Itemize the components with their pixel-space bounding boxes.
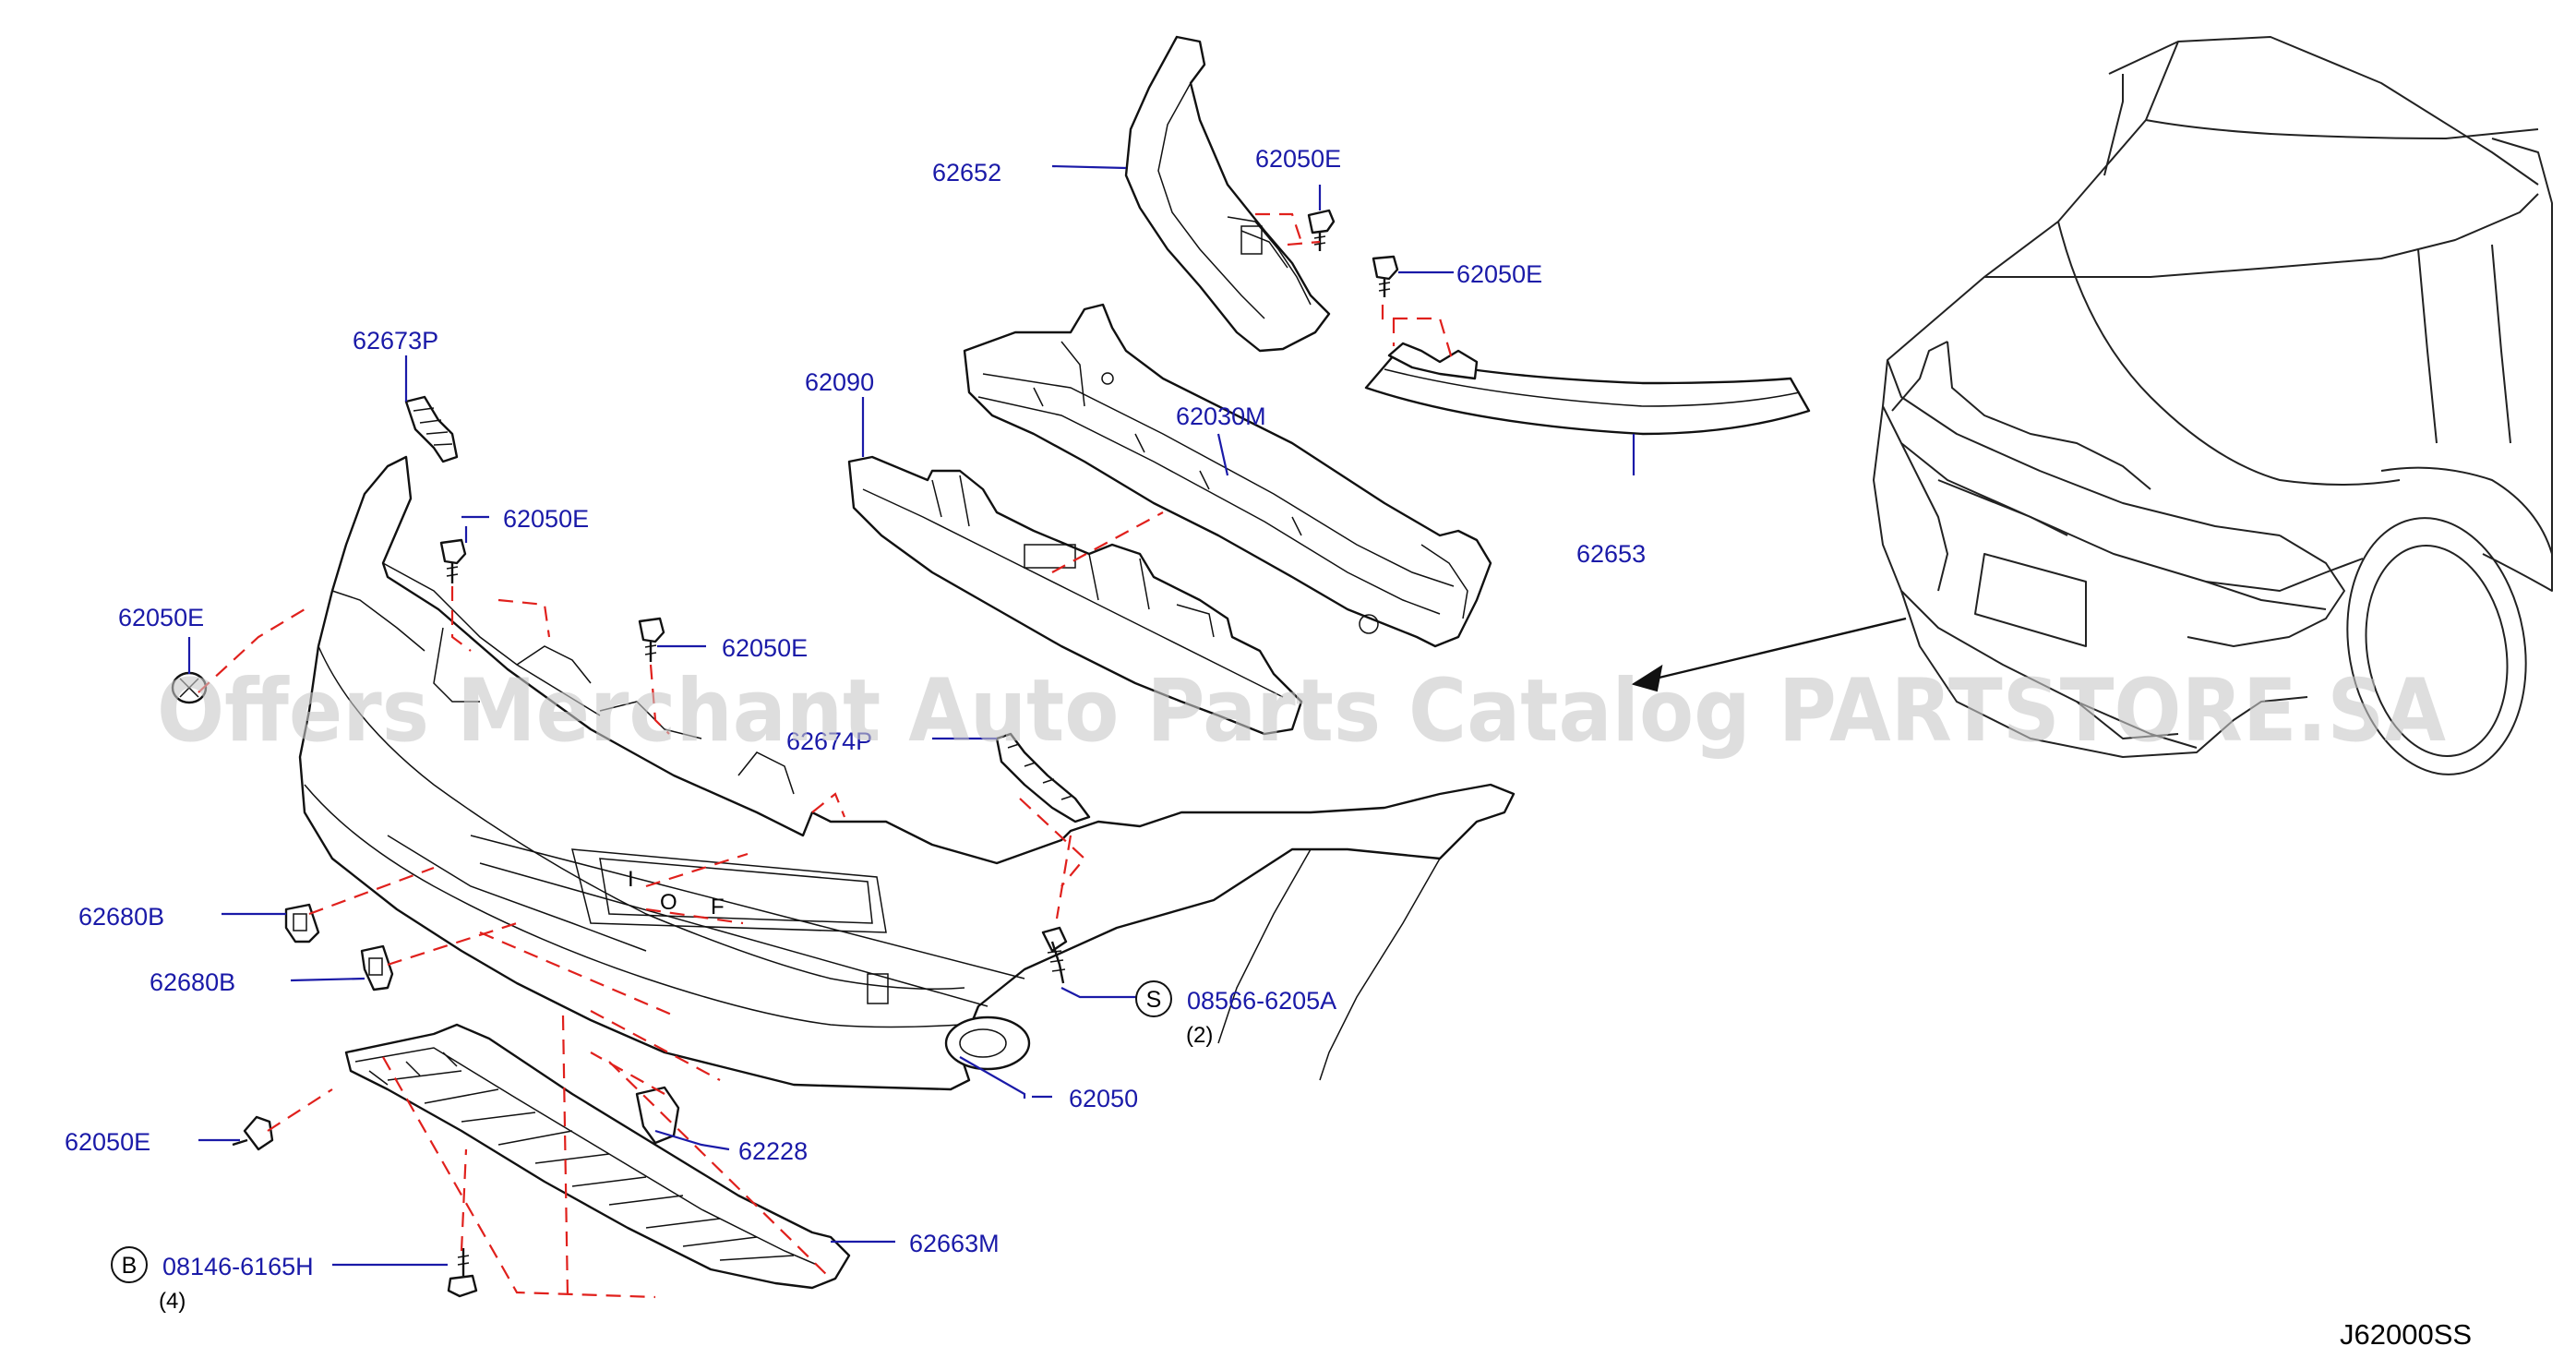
callout-62050[interactable]: 62050 xyxy=(1069,1085,1138,1112)
upper-side-bracket-62652[interactable] xyxy=(1124,35,1331,353)
lower-undercover-62663M[interactable] xyxy=(344,1023,851,1290)
quantity-2: (2) xyxy=(1186,1023,1213,1048)
callout-62674P[interactable]: 62674P xyxy=(786,727,872,755)
clip-62680B-upper[interactable] xyxy=(284,903,320,943)
callout-08566-6205A[interactable]: S 08566-6205A (2) xyxy=(1135,980,1336,1048)
callout-62050E-e[interactable]: 62050E xyxy=(118,604,204,631)
badge-S: S xyxy=(1146,987,1162,1013)
license-plate-recess xyxy=(571,848,887,933)
callout-62228[interactable]: 62228 xyxy=(738,1137,808,1165)
side-bracket-62674P[interactable] xyxy=(995,732,1091,823)
callout-62050E-f[interactable]: 62050E xyxy=(65,1128,150,1156)
upper-retainer-62653[interactable] xyxy=(1364,342,1811,436)
callout-62050E-b[interactable]: 62050E xyxy=(1456,260,1542,288)
callout-62030M[interactable]: 62030M xyxy=(1176,403,1266,430)
push-clip-62050E-a[interactable] xyxy=(1307,209,1336,251)
svg-text:O: O xyxy=(660,890,677,915)
push-clip-62050E-b[interactable] xyxy=(1372,255,1399,297)
bolt-08146-6165H[interactable] xyxy=(447,1248,478,1298)
clip-62680B-lower[interactable] xyxy=(360,944,394,991)
quantity-4: (4) xyxy=(159,1289,186,1314)
energy-absorber-62090[interactable] xyxy=(847,455,1303,736)
callout-62652[interactable]: 62652 xyxy=(932,159,1001,186)
watermark-text: Offers Merchant Auto Parts Catalog PARTS… xyxy=(157,661,2446,762)
callout-62663M[interactable]: 62663M xyxy=(909,1230,1000,1257)
push-clip-62050E-d[interactable] xyxy=(638,617,665,662)
callout-62653[interactable]: 62653 xyxy=(1576,540,1646,568)
vehicle-reference-outline xyxy=(1631,36,2553,775)
location-arrow xyxy=(1647,617,1907,682)
diagram-code: J62000SS xyxy=(2340,1318,2472,1351)
callout-62050E-d[interactable]: 62050E xyxy=(722,634,808,662)
callout-leaders xyxy=(187,164,1635,1267)
part-number-08566-6205A: 08566-6205A xyxy=(1187,987,1336,1015)
badge-B: B xyxy=(122,1253,138,1279)
assembly-guide-lines xyxy=(198,212,1456,1299)
screw-08566-6205A[interactable] xyxy=(1041,926,1068,984)
svg-text:I: I xyxy=(628,867,634,892)
push-clip-62050E-f[interactable] xyxy=(232,1115,274,1151)
part-number-08146-6165H: 08146-6165H xyxy=(162,1253,314,1280)
callout-62050E-c[interactable]: 62050E xyxy=(503,505,589,533)
side-bracket-62673P[interactable] xyxy=(404,395,459,463)
callout-62673P[interactable]: 62673P xyxy=(353,327,438,355)
push-clip-62050E-c[interactable] xyxy=(439,538,467,583)
callout-08146-6165H[interactable]: B 08146-6165H (4) xyxy=(111,1246,314,1314)
callout-62680B-a[interactable]: 62680B xyxy=(78,903,164,931)
callout-62090[interactable]: 62090 xyxy=(805,368,874,396)
callout-labels: 62652 62050E 62050E 62673P 62090 62030M … xyxy=(65,145,1646,1314)
callout-62680B-b[interactable]: 62680B xyxy=(150,968,235,996)
callout-62050E-a[interactable]: 62050E xyxy=(1255,145,1341,173)
bumper-fascia-62050[interactable]: I O F xyxy=(298,455,1516,1091)
fog-lamp-opening xyxy=(944,1015,1031,1071)
